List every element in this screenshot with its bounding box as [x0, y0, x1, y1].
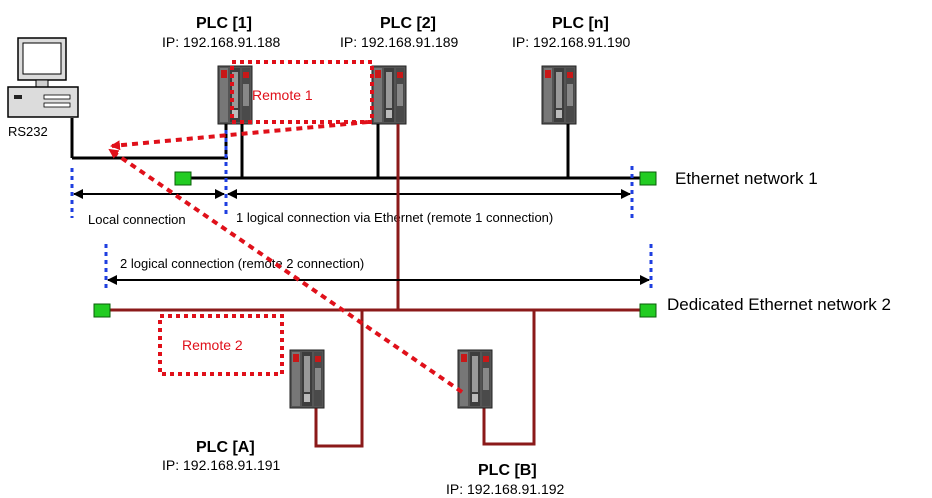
net2-terminator-left: [94, 304, 110, 317]
plc-n-ip: IP: 192.168.91.190: [512, 34, 631, 50]
ethernet-network-1-bus: [72, 118, 640, 178]
plc-a-unit: [290, 350, 324, 408]
remote-1-label: Remote 1: [252, 87, 313, 103]
ethernet-network-1-label: Ethernet network 1: [675, 169, 818, 188]
net2-terminator-right: [640, 304, 656, 317]
pc-computer-icon: [8, 38, 78, 117]
plc-b-ip: IP: 192.168.91.192: [446, 481, 565, 497]
plc-1-unit: [218, 66, 252, 124]
plc-2-unit: [372, 66, 406, 124]
remote-2-path-arrow: [110, 150, 462, 392]
plc-2-ip: IP: 192.168.91.189: [340, 34, 459, 50]
plc-b-unit: [458, 350, 492, 408]
net1-terminator-left: [175, 172, 191, 185]
plc-b-name: PLC [B]: [478, 462, 537, 479]
remote-2-label: Remote 2: [182, 337, 243, 353]
remote2-connection-label: 2 logical connection (remote 2 connectio…: [120, 256, 364, 271]
plc-1-name: PLC [1]: [196, 15, 252, 32]
plc-n-unit: [542, 66, 576, 124]
plc-1-ip: IP: 192.168.91.188: [162, 34, 281, 50]
plc-a-ip: IP: 192.168.91.191: [162, 457, 281, 473]
net1-terminator-right: [640, 172, 656, 185]
dedicated-ethernet-network-2-label: Dedicated Ethernet network 2: [667, 295, 891, 314]
local-connection-label: Local connection: [88, 212, 186, 227]
plc-a-name: PLC [A]: [196, 439, 255, 456]
remote1-connection-label: 1 logical connection via Ethernet (remot…: [236, 210, 553, 225]
plc-2-name: PLC [2]: [380, 15, 436, 32]
pc-label: RS232: [8, 124, 48, 139]
plc-n-name: PLC [n]: [552, 15, 609, 32]
remote-1-path-arrow: [112, 122, 368, 146]
